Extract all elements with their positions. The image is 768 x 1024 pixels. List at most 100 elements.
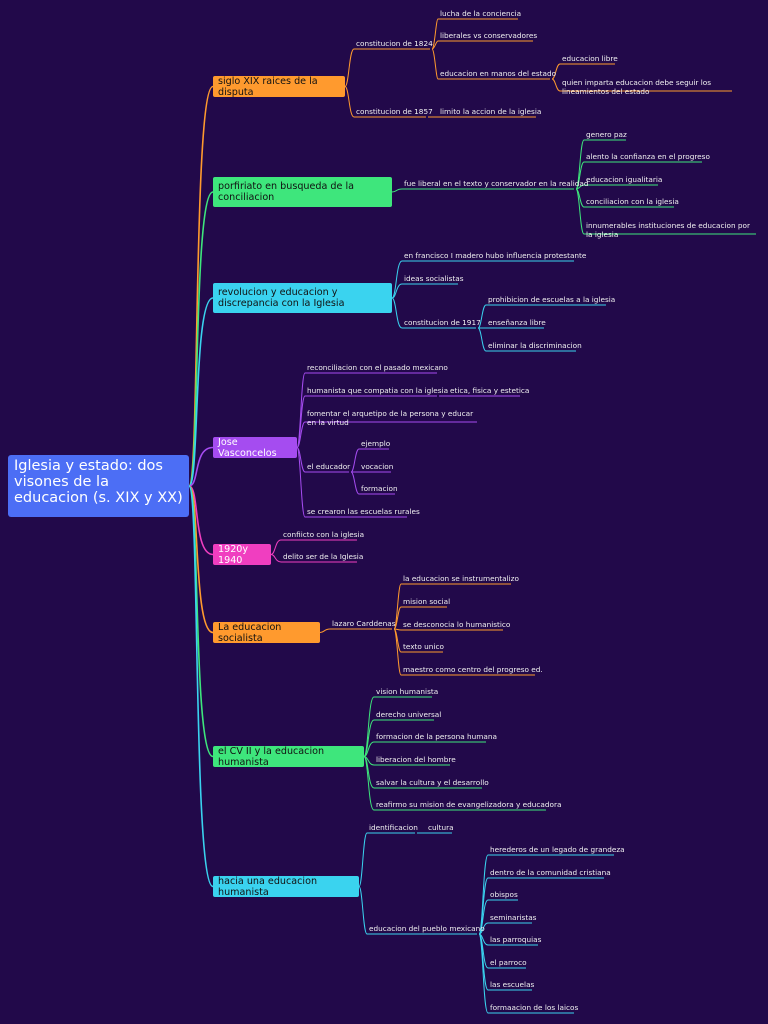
subtopic-el-educador[interactable]: el educador (307, 462, 351, 471)
leaf-limito-accion[interactable]: limito la accion de la iglesia (440, 107, 542, 116)
connector-line (188, 485, 214, 634)
leaf-eliminar-discriminacion[interactable]: eliminar la discriminacion (488, 341, 582, 350)
connector-line (296, 447, 306, 518)
connector-line (391, 188, 403, 193)
leaf-el-parroco[interactable]: el parroco (490, 958, 527, 967)
leaf-prohibicion-escuelas[interactable]: prohibicion de escuelas a la iglesia (488, 295, 616, 304)
connector-line (391, 283, 403, 299)
connector-line (358, 886, 368, 935)
leaf-texto-unico[interactable]: texto unico (403, 642, 444, 651)
leaf-vision-humanista[interactable]: vision humanista (376, 687, 439, 696)
connector-line (188, 446, 214, 487)
leaf-derecho-universal[interactable]: derecho universal (376, 710, 442, 719)
topic-cv-ii[interactable]: el CV II y la educacion humanista (213, 746, 364, 768)
connector-line (188, 85, 214, 487)
subtopic-constitucion-1824[interactable]: constitucion de 1824 (356, 39, 433, 48)
subtopic-constitucion-1857[interactable]: constitucion de 1857 (356, 107, 433, 116)
leaf-comunidad-cristiana[interactable]: dentro de la comunidad cristiana (490, 868, 611, 877)
leaf-cultura[interactable]: cultura (428, 823, 454, 832)
leaf-escuelas-rurales[interactable]: se crearon las escuelas rurales (307, 507, 420, 516)
subtopic-identificacion[interactable]: identificacion (369, 823, 418, 832)
leaf-ensenanza-libre[interactable]: enseñanza libre (488, 318, 546, 327)
connector-line (270, 539, 282, 555)
leaf-obispos[interactable]: obispos (490, 890, 518, 899)
leaf-fomentar-arquetipo[interactable]: fomentar el arquetipo de la persona y ed… (307, 409, 474, 427)
leaf-madero-protestante[interactable]: en francisco I madero hubo influencia pr… (404, 251, 587, 260)
connector-line (188, 485, 214, 888)
leaf-delito-ser-iglesia[interactable]: delito ser de la Iglesia (283, 552, 364, 561)
leaf-vocacion[interactable]: vocacion (361, 462, 394, 471)
leaf-maestro-centro[interactable]: maestro como centro del progreso ed. (403, 665, 543, 674)
connector-line (551, 78, 561, 92)
connector-line (344, 86, 355, 118)
leaf-formacion-laicos[interactable]: formaacion de los laicos (490, 1003, 579, 1012)
subtopic-lazaro-cardenas[interactable]: lazaro Carddenas (332, 619, 396, 628)
leaf-las-parroquias[interactable]: las parroquias (490, 935, 542, 944)
leaf-las-escuelas[interactable]: las escuelas (490, 980, 535, 989)
topic-revolucion[interactable]: revolucion y educacion y discrepancia co… (213, 283, 392, 313)
connector-line (431, 18, 439, 50)
leaf-desconocia-humanistico[interactable]: se desconocia lo humanistico (403, 620, 511, 629)
connector-line (188, 485, 214, 556)
leaf-quien-imparta[interactable]: quien imparta educacion debe seguir los … (562, 78, 712, 96)
connector-line (363, 719, 375, 757)
leaf-educacion-libre[interactable]: educacion libre (562, 54, 618, 63)
topic-siglo-xix[interactable]: siglo XIX raices de la disputa (213, 76, 345, 98)
leaf-herederos-legado[interactable]: herederos de un legado de grandeza (490, 845, 625, 854)
central-topic[interactable]: Iglesia y estado: dos visones de la educ… (8, 455, 189, 517)
leaf-liberacion-hombre[interactable]: liberacion del hombre (376, 755, 456, 764)
connector-line (431, 40, 439, 50)
leaf-conflicto-iglesia[interactable]: confiicto con la iglesia (283, 530, 365, 539)
connector-line (477, 327, 487, 352)
leaf-ideas-socialistas[interactable]: ideas socialistas (404, 274, 464, 283)
connector-line (551, 63, 561, 80)
connector-line (188, 297, 214, 487)
topic-educacion-humanista[interactable]: hacia una educacion humanista (213, 876, 359, 898)
leaf-instrumentalizo[interactable]: la educacion se instrumentalizo (403, 574, 519, 583)
connector-line (296, 421, 306, 448)
leaf-genero-paz[interactable]: genero paz (586, 130, 627, 139)
connector-line (358, 832, 368, 887)
connector-line (296, 395, 306, 448)
connector-line (270, 554, 282, 563)
topic-vasconcelos[interactable]: Jose Vasconcelos (213, 437, 297, 459)
connector-line (391, 260, 403, 299)
leaf-salvar-cultura[interactable]: salvar la cultura y el desarrollo (376, 778, 489, 787)
connector-line (350, 471, 360, 495)
leaf-reconciliacion-pasado[interactable]: reconciliacion con el pasado mexicano (307, 363, 448, 372)
subtopic-pueblo-mexicano[interactable]: educacion del pueblo mexicano (369, 924, 485, 933)
topic-educacion-socialista[interactable]: La educacion socialista (213, 622, 320, 644)
leaf-mision-social[interactable]: mision social (403, 597, 451, 606)
leaf-liberales-conservadores[interactable]: liberales vs conservadores (440, 31, 538, 40)
connector-line (478, 899, 489, 935)
leaf-alento-confianza[interactable]: alento la confianza en el progreso (586, 152, 710, 161)
topic-porfiriato[interactable]: porfiriato en busqueda de la conciliacio… (213, 177, 392, 207)
connector-line (477, 304, 487, 329)
leaf-lucha-conciencia[interactable]: lucha de la conciencia (440, 9, 522, 18)
connector-line (363, 741, 375, 757)
connector-line (188, 485, 214, 758)
subtopic-constitucion-1917[interactable]: constitucion de 1917 (404, 318, 481, 327)
leaf-conciliacion-iglesia[interactable]: conciliacion con la iglesia (586, 197, 679, 206)
leaf-ejemplo[interactable]: ejemplo (361, 439, 391, 448)
connector-line (363, 756, 375, 811)
subtopic-humanista[interactable]: humanista que compatia con la iglesia (307, 386, 449, 395)
connector-line (319, 628, 331, 633)
topic-1920-1940[interactable]: 1920y 1940 (213, 544, 271, 566)
leaf-educacion-igualitaria[interactable]: educacion igualitaria (586, 175, 663, 184)
connector-line (393, 606, 402, 630)
connector-line (431, 48, 439, 80)
connector-line (478, 854, 489, 935)
leaf-seminaristas[interactable]: seminaristas (490, 913, 537, 922)
leaf-reafirmo-mision[interactable]: reafirmo su mision de evangelizadora y e… (376, 800, 562, 809)
connector-line (344, 48, 355, 87)
leaf-etica-fisica-estetica[interactable]: etica, fisica y estetica (450, 386, 530, 395)
connector-line (393, 628, 402, 676)
leaf-formacion-persona[interactable]: formacion de la persona humana (376, 732, 497, 741)
leaf-innumerables-instituciones[interactable]: innumerables instituciones de educacion … (586, 221, 751, 239)
leaf-formacion[interactable]: formacion (361, 484, 398, 493)
subtopic-fue-liberal[interactable]: fue liberal en el texto y conservador en… (404, 179, 589, 188)
connector-line (478, 933, 489, 1014)
subtopic-educacion-estado[interactable]: educacion en manos del estado (440, 69, 557, 78)
